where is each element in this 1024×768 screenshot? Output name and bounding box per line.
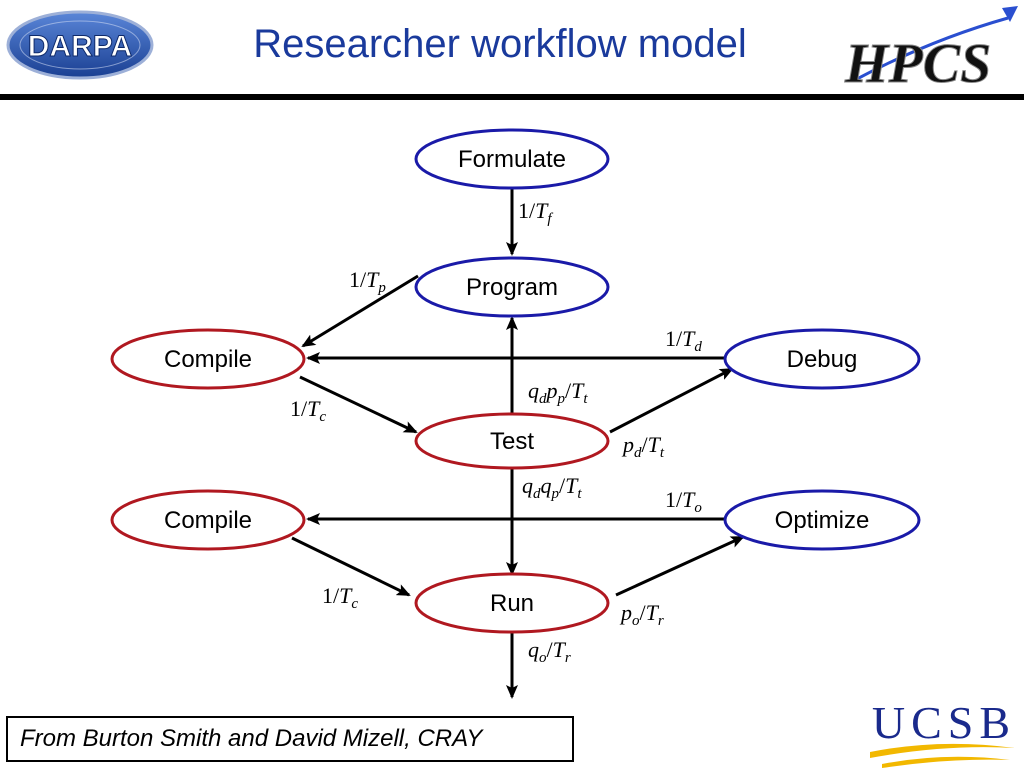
node-test: Test (414, 412, 610, 470)
node-compile-lower-label: Compile (164, 507, 252, 534)
edge-label-compile-run: 1/Tc​ (322, 583, 358, 612)
edge-label-compile-test: 1/Tc​ (290, 396, 326, 425)
node-formulate-label: Formulate (458, 146, 566, 173)
node-test-label: Test (490, 428, 534, 455)
edge-test-debug (609, 367, 734, 434)
darpa-logo-text: DARPA (28, 30, 132, 63)
node-debug: Debug (723, 328, 921, 390)
edge-label-test-run: qd​qp​/Tt​ (522, 473, 582, 502)
node-run: Run (414, 572, 610, 634)
edge-label-program-compile: 1/Tp​ (349, 267, 386, 296)
node-optimize: Optimize (723, 489, 921, 551)
edge-run-optimize (615, 535, 745, 597)
edge-label-run-optimize: po​/Tr​ (619, 600, 664, 629)
page-title: Researcher workflow model (253, 22, 747, 66)
node-program: Program (414, 256, 610, 318)
edge-label-optimize-compile: 1/To​ (665, 487, 702, 516)
edge-program-compile (301, 274, 419, 348)
node-run-label: Run (490, 590, 534, 617)
hpcs-logo-text: HPCS (844, 33, 991, 95)
edge-compile-test (299, 375, 418, 434)
darpa-logo: DARPA (6, 10, 154, 80)
edge-label-run-out: qo​/Tr​ (528, 637, 571, 666)
node-compile-upper: Compile (110, 328, 306, 390)
edge-label-test-program: qd​pp​/Tt​ (528, 378, 588, 407)
source-credit: From Burton Smith and David Mizell, CRAY (6, 716, 574, 762)
node-formulate: Formulate (414, 128, 610, 190)
ucsb-logo: UCSB (870, 697, 1016, 768)
node-debug-label: Debug (787, 346, 858, 373)
node-compile-lower: Compile (110, 489, 306, 551)
node-optimize-label: Optimize (775, 507, 870, 534)
edge-label-debug-compile: 1/Td​ (665, 326, 702, 355)
ucsb-logo-text: UCSB (872, 697, 1016, 748)
edge-label-test-debug: pd​/Tt​ (621, 432, 665, 461)
node-program-label: Program (466, 274, 558, 301)
edge-label-formulate-program: 1/Tf​ (518, 198, 553, 227)
edge-compile-run (291, 536, 411, 597)
hpcs-logo: HPCS (844, 6, 1018, 96)
edge-lines (291, 189, 745, 699)
title-divider (0, 94, 1024, 100)
node-compile-upper-label: Compile (164, 346, 252, 373)
